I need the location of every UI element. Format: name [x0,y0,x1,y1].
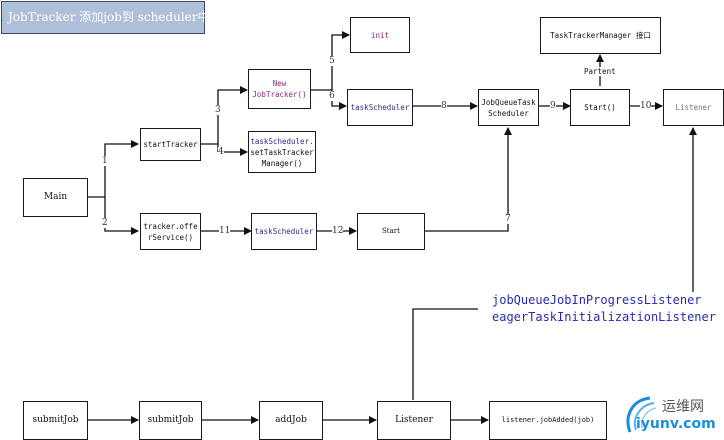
node-job-queue-task-scheduler: JobQueueTask Scheduler [478,89,539,126]
node-task-scheduler-mid: taskScheduler [251,213,317,250]
node-set-ttm-label-1: taskScheduler. [250,136,314,146]
edge-label-10: 10 [640,101,652,111]
edge-label-11: 11 [219,226,231,236]
listeners-note: jobQueueJobInProgressListener eagerTaskI… [492,292,716,326]
node-start-method-label: Start() [584,103,616,112]
edge-label-9: 9 [550,101,556,111]
node-offer-service-label-1: tracker.offe [143,221,198,231]
node-set-task-tracker-manager: taskScheduler. setTaskTracker Manager() [248,131,316,173]
node-new-jobtracker-label-1: New [272,79,287,88]
swirl-icon [626,396,657,433]
node-start-method: Start() [570,89,630,126]
node-task-tracker-manager: TaskTrackerManager 接口 [540,17,661,54]
edge-7 [425,127,512,232]
node-submit-job-1: submitJob [23,401,88,440]
node-start-mid: Start [357,213,425,250]
watermark-logo: 运维网 iyunv.com [620,394,724,440]
node-submit-job-1-label: submitJob [32,415,79,425]
node-listener-bottom-label: Listener [395,415,433,425]
edge-label-4: 4 [218,147,224,157]
edge-label-1: 1 [102,156,108,166]
watermark-cn: 运维网 [662,399,704,415]
node-init-label: init [370,30,390,40]
node-listener-top-label: Listener [675,103,712,112]
node-add-job-label: addJob [275,415,307,425]
node-start-tracker: startTracker [140,128,201,161]
edge-3 [217,86,248,144]
node-set-ttm-label-3: Manager() [261,158,303,168]
edge-listener-note [412,308,478,400]
edge-label-3: 3 [215,105,221,115]
edge-2 [104,197,139,235]
diagram-title: JobTracker 添加job到 scheduler中 [1,1,210,34]
node-submit-job-2: submitJob [139,401,202,440]
node-offer-service: tracker.offe rService() [140,213,201,250]
listener-name-2: eagerTaskInitializationListener [492,310,716,324]
node-init: init [350,17,410,53]
node-task-scheduler-top: taskScheduler [347,89,413,126]
edge-label-2: 2 [102,218,108,228]
node-new-jobtracker-label-2: JobTracker() [252,90,307,99]
node-listener-top: Listener [663,89,724,126]
node-new-jobtracker: New JobTracker() [248,69,311,109]
node-task-scheduler-mid-label: taskScheduler [254,227,314,236]
edge-1 [104,140,139,197]
node-submit-job-2-label: submitJob [147,415,194,425]
node-main-label: Main [43,192,68,202]
edge-label-12: 12 [332,226,344,236]
node-set-ttm-label-2: setTaskTracker [250,147,314,157]
node-ttm-interface-label: TaskTrackerManager 接口 [550,31,651,40]
listener-name-1: jobQueueJobInProgressListener [492,293,702,307]
edge-label-5: 5 [329,56,335,66]
node-start-tracker-label: startTracker [143,140,198,149]
node-jqts-label-1: JobQueueTask [481,97,536,107]
node-jqts-label-2: Scheduler [488,108,529,118]
node-add-job: addJob [259,401,323,440]
node-listener-bottom: Listener [377,401,451,440]
edge-label-8: 8 [441,101,447,111]
node-job-added-label: listener.jobAdded(job) [501,416,595,424]
node-offer-service-label-2: rService() [147,232,194,242]
edge-label-parent: Partent [584,67,616,76]
watermark-en: iyunv.com [636,416,716,432]
node-task-scheduler-top-label: taskScheduler [350,103,410,112]
node-job-added: listener.jobAdded(job) [489,401,607,440]
edge-5 [331,31,350,90]
edge-label-6: 6 [329,91,335,101]
edge-label-7: 7 [505,214,511,224]
node-main: Main [23,178,88,217]
node-start-mid-label: Start [382,227,400,235]
